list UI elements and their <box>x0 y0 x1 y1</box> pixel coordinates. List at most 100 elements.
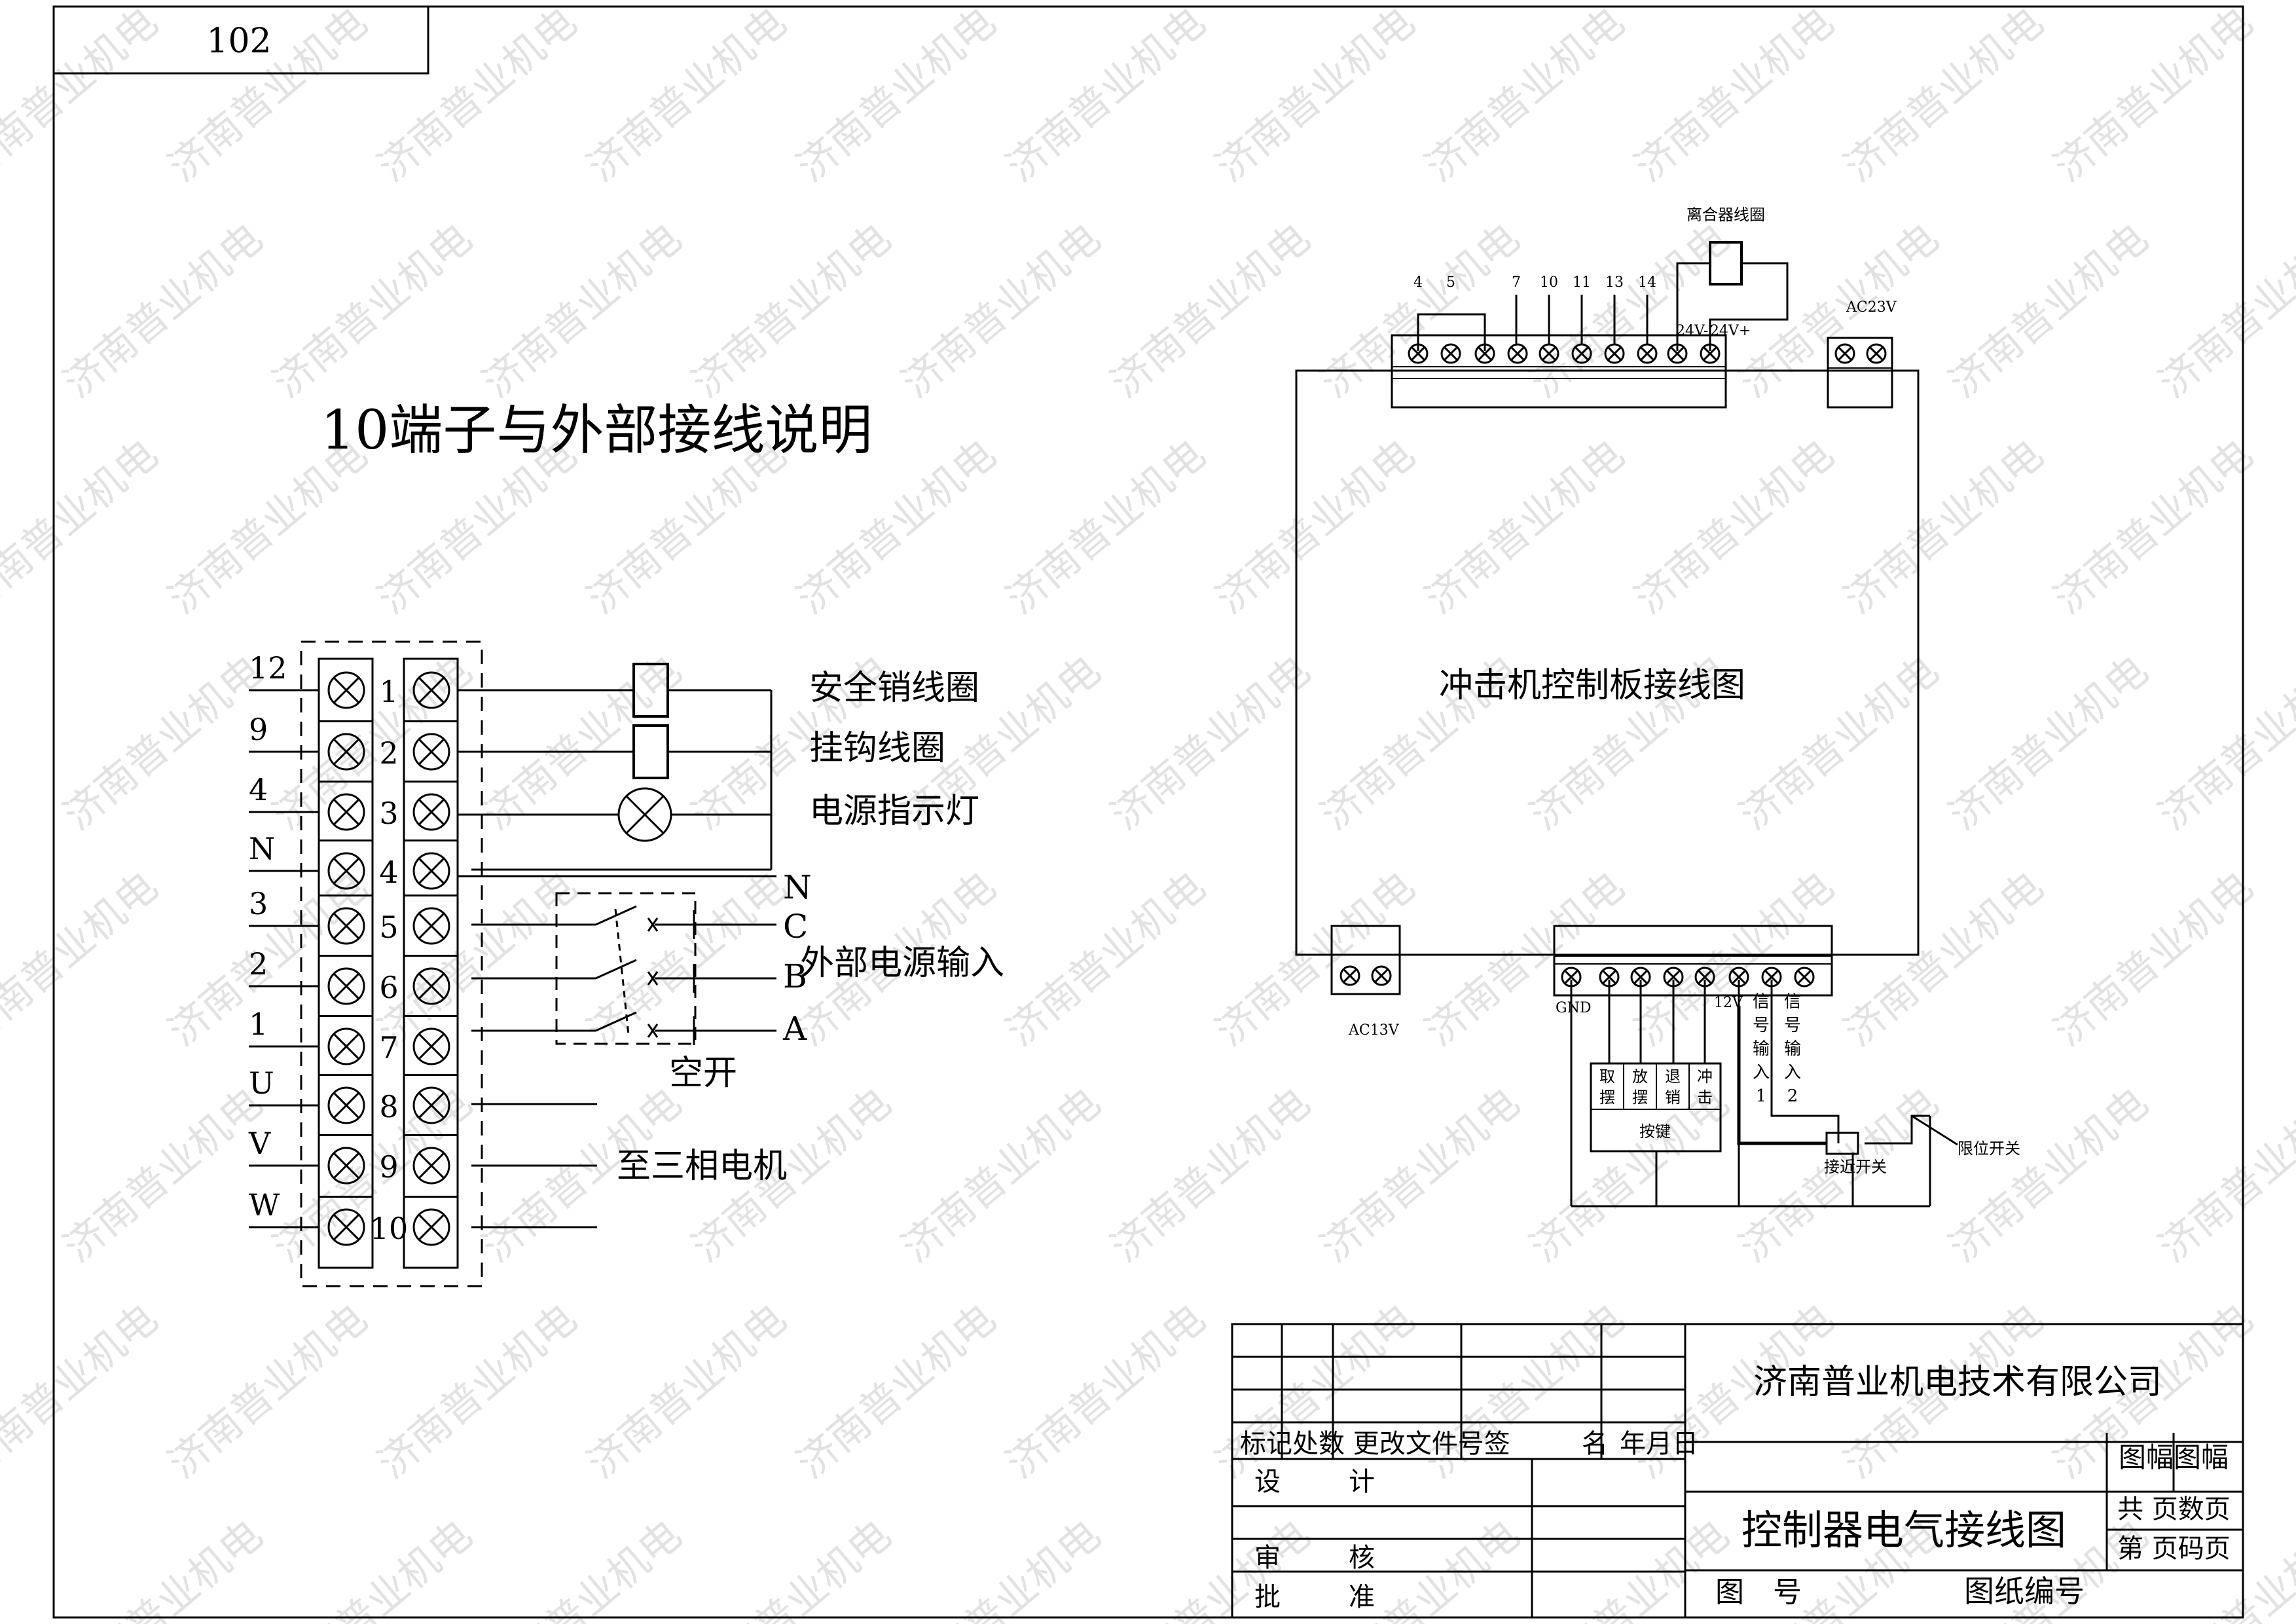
terminal-number: 8 <box>379 1089 398 1124</box>
outer-wire-label: 1 <box>249 1006 268 1042</box>
terminal-screw <box>1630 967 1651 987</box>
outer-wire-label: V <box>248 1126 271 1161</box>
svg-text:济南普业机电: 济南普业机电 <box>788 1294 1005 1487</box>
outer-wire-label: 2 <box>249 946 268 982</box>
svg-text:济南普业机电: 济南普业机电 <box>159 1294 376 1487</box>
ac23v-terminal <box>1827 337 1893 409</box>
top-terminal-block <box>1391 334 1727 409</box>
svg-text:济南普业机电: 济南普业机电 <box>683 1510 900 1624</box>
svg-text:济南普业机电: 济南普业机电 <box>997 862 1214 1055</box>
terminal-screw <box>1571 343 1592 364</box>
terminal-screw-right <box>412 967 450 1005</box>
terminal-screw-right <box>412 793 450 831</box>
button-label: 摆 <box>1599 1088 1615 1107</box>
ac13v-label: AC13V <box>1348 1022 1400 1039</box>
revision-header: 标记处数 更改文件号签 <box>1240 1429 1510 1459</box>
drawing-no-value: 图纸编号 <box>1964 1574 2085 1609</box>
svg-text:济南普业机电: 济南普业机电 <box>473 213 691 407</box>
svg-text:济南普业机电: 济南普业机电 <box>892 1510 1110 1624</box>
svg-text:济南普业机电: 济南普业机电 <box>1626 862 1843 1055</box>
svg-text:济南普业机电: 济南普业机电 <box>2045 430 2262 623</box>
button-group-label: 按键 <box>1639 1122 1671 1141</box>
hook-coil-label: 挂钩线圈 <box>809 729 945 768</box>
svg-text:济南普业机电: 济南普业机电 <box>1730 213 1948 407</box>
sheet-size: 图幅图幅 <box>2119 1441 2229 1473</box>
svg-text:济南普业机电: 济南普业机电 <box>54 646 272 839</box>
air-breaker-box <box>555 892 697 1045</box>
drawing-no-label: 图 号 <box>1715 1576 1802 1609</box>
terminal-screw-right <box>412 852 450 890</box>
terminal-screw-right <box>412 671 450 709</box>
terminal-strip-right <box>403 657 459 1269</box>
outer-wire-label: 12 <box>249 650 287 686</box>
phase-a-label: A <box>782 1010 807 1048</box>
terminal-screw-right <box>412 1147 450 1185</box>
svg-text:济南普业机电: 济南普业机电 <box>1102 1078 1319 1271</box>
svg-text:入: 入 <box>1753 1063 1770 1082</box>
svg-text:济南普业机电: 济南普业机电 <box>2045 862 2262 1055</box>
terminal-number: 11 <box>1573 274 1591 291</box>
svg-text:济南普业机电: 济南普业机电 <box>1311 1510 1529 1624</box>
svg-text:济南普业机电: 济南普业机电 <box>788 0 1005 191</box>
svg-text:济南普业机电: 济南普业机电 <box>997 0 1214 191</box>
clutch-coil-label: 离合器线圈 <box>1686 206 1765 224</box>
terminal-screw-left <box>327 1086 365 1124</box>
svg-text:济南普业机电: 济南普业机电 <box>578 862 795 1055</box>
svg-text:济南普业机电: 济南普业机电 <box>369 862 586 1055</box>
terminal-screw-left <box>327 907 365 945</box>
to-three-phase-motor-label: 至三相电机 <box>617 1147 787 1186</box>
svg-text:济南普业机电: 济南普业机电 <box>683 213 900 407</box>
svg-text:济南普业机电: 济南普业机电 <box>1416 430 1633 623</box>
svg-text:济南普业机电: 济南普业机电 <box>2149 1510 2296 1624</box>
outer-wire-label: W <box>249 1187 280 1223</box>
proximity-switch-symbol <box>1825 1132 1859 1155</box>
review-label-2: 核 <box>1349 1543 1375 1573</box>
terminal-number: 9 <box>379 1149 398 1185</box>
date-label: 年月日 <box>1620 1429 1698 1459</box>
hook-coil-symbol <box>632 724 669 779</box>
bottom-terminal-screws <box>1561 967 1815 987</box>
proximity-switch-label: 接近开关 <box>1824 1158 1887 1176</box>
button-label: 击 <box>1697 1088 1713 1107</box>
terminal-number: 4 <box>1413 274 1423 291</box>
limit-switch-label: 限位开关 <box>1958 1139 2020 1158</box>
terminal-screw <box>1339 965 1360 986</box>
terminal-number: 6 <box>379 970 398 1005</box>
terminal-number: 7 <box>1512 274 1521 291</box>
svg-text:济南普业机电: 济南普业机电 <box>1730 646 1948 839</box>
approve-label-1: 批 <box>1254 1582 1281 1612</box>
terminal-screw-left <box>327 967 365 1005</box>
power-indicator-label: 电源指示灯 <box>809 792 979 831</box>
terminal-number: 10 <box>1540 274 1558 291</box>
terminal-screw-right <box>412 733 450 771</box>
phase-b-label: B <box>783 957 807 995</box>
terminal-screw <box>1637 343 1658 364</box>
svg-text:济南普业机电: 济南普业机电 <box>1521 1510 1738 1624</box>
svg-text:济南普业机电: 济南普业机电 <box>473 646 691 839</box>
svg-text:济南普业机电: 济南普业机电 <box>1207 430 1424 623</box>
svg-text:济南普业机电: 济南普业机电 <box>264 1510 481 1624</box>
svg-text:济南普业机电: 济南普业机电 <box>54 1078 272 1271</box>
terminal-screw <box>1507 343 1528 364</box>
control-board <box>1295 369 1920 956</box>
jumper-4-5 <box>1417 313 1486 351</box>
terminal-number: 2 <box>379 735 398 771</box>
phase-c-label: C <box>783 908 808 946</box>
terminal-screw-right <box>412 1208 450 1246</box>
svg-text:济南普业机电: 济南普业机电 <box>892 213 1110 407</box>
terminal-screw <box>1866 343 1887 364</box>
svg-text:济南普业机电: 济南普业机电 <box>2045 0 2262 191</box>
terminal-screw-left <box>327 1027 365 1065</box>
svg-text:入: 入 <box>1784 1063 1801 1082</box>
label-24v-minus: 24V- <box>1676 323 1708 339</box>
control-board-title: 冲击机控制板接线图 <box>1439 666 1745 705</box>
drawing-number-box <box>52 5 429 75</box>
terminal-screw-left <box>327 733 365 771</box>
label-24v-plus: 24V+ <box>1710 323 1751 339</box>
terminal-number: 5 <box>1446 274 1455 291</box>
svg-text:济南普业机电: 济南普业机电 <box>0 862 167 1055</box>
